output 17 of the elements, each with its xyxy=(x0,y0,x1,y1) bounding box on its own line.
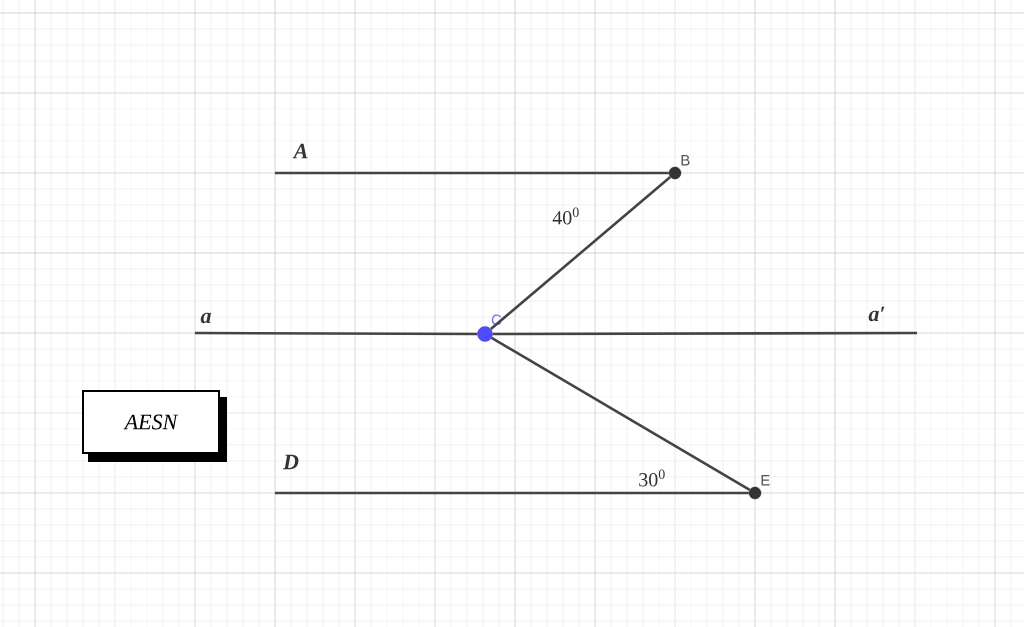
line xyxy=(195,331,478,336)
angle-label: 30$^{0}$ xyxy=(639,469,665,487)
point: B xyxy=(668,155,690,180)
node-label: E xyxy=(761,475,770,486)
line xyxy=(492,331,917,336)
line-label: D xyxy=(282,454,299,470)
line-label: a′ xyxy=(868,306,885,322)
line xyxy=(490,176,672,330)
line xyxy=(275,491,749,495)
line xyxy=(491,336,751,491)
text-box: AESN xyxy=(82,390,227,462)
line-label: a xyxy=(200,312,211,324)
angle-label: 40$^{0}$ xyxy=(552,207,579,225)
line xyxy=(275,171,669,175)
node-label: B xyxy=(681,155,690,166)
line-label: A xyxy=(292,143,308,159)
point: E xyxy=(748,475,770,500)
